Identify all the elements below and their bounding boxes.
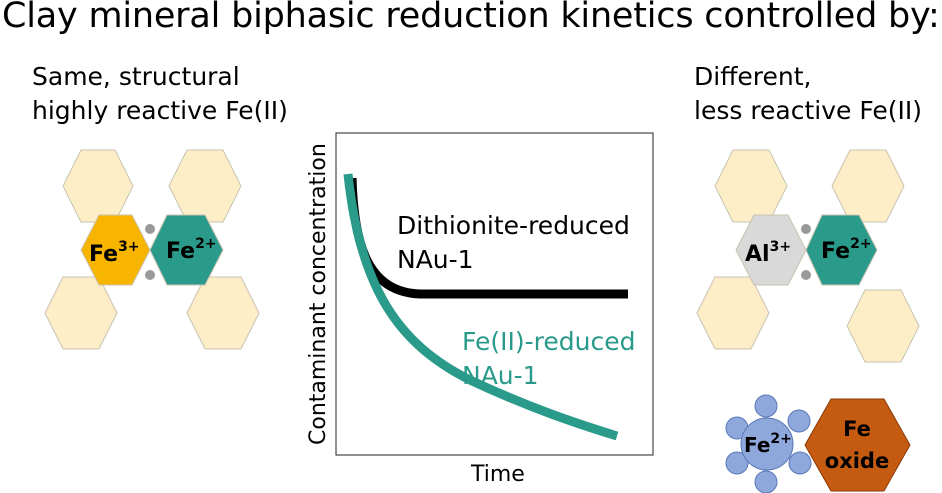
right-caption-line1: Different, <box>694 62 812 91</box>
satellite-circle <box>725 451 749 475</box>
satellite-circle <box>787 409 811 433</box>
left-caption: Same, structural highly reactive Fe(II) <box>32 60 288 128</box>
right-bond-dot-top <box>801 224 811 234</box>
fe-oxide-label-line2: oxide <box>825 449 889 473</box>
right-ion-a-text: Al3+ <box>745 239 791 267</box>
left-ion-a-text: Fe3+ <box>89 239 140 267</box>
left-hex-bottom-left <box>44 276 118 350</box>
sorbed-ion-label: Fe <box>744 433 770 457</box>
left-hex-top-left <box>62 149 134 223</box>
right-hex-bottom-right <box>846 289 920 363</box>
left-bond-dot-top <box>145 224 155 234</box>
left-hex-fe3 <box>80 214 151 286</box>
left-caption-line2: highly reactive Fe(II) <box>32 96 288 125</box>
right-caption: Different, less reactive Fe(II) <box>694 60 922 128</box>
right-ion-a-charge: 3+ <box>770 239 791 255</box>
sorbed-ion-charge: 2+ <box>770 431 791 447</box>
right-hex-cluster <box>696 149 920 363</box>
right-bond-dot-bottom <box>801 270 811 280</box>
right-hex-top-left <box>714 149 788 223</box>
series-feii-label-line1: Fe(II)-reduced <box>462 327 636 356</box>
series-dithionite-label-line2: NAu-1 <box>397 245 474 274</box>
right-ion-b-text: Fe2+ <box>821 236 872 264</box>
left-hex-fe2 <box>149 214 224 286</box>
satellite-circle <box>754 394 778 418</box>
sorbed-fe2-cluster <box>725 394 812 493</box>
satellite-circle <box>788 451 812 475</box>
right-hex-bottom-left <box>696 276 770 350</box>
left-ion-b-charge: 2+ <box>195 236 216 252</box>
fe-oxide-label-line1: Fe <box>843 417 871 441</box>
sorbed-fe2-center <box>740 417 794 471</box>
right-ion-b-charge: 2+ <box>850 236 871 252</box>
series-feii-curve <box>343 173 619 441</box>
left-hex-cluster <box>44 149 260 350</box>
left-ion-b-label: Fe <box>166 239 195 264</box>
kinetics-chart: Dithionite-reduced NAu-1 Fe(II)-reduced … <box>306 132 654 487</box>
fe-oxide-hex <box>804 398 911 492</box>
series-feii-label-line2: NAu-1 <box>462 361 539 390</box>
page-title: Clay mineral biphasic reduction kinetics… <box>2 0 940 36</box>
right-ion-b-label: Fe <box>821 239 850 264</box>
right-hex-fe2 <box>805 214 878 286</box>
right-hex-top-right <box>831 149 905 223</box>
right-ion-a-label: Al <box>745 242 770 267</box>
right-hex-al3 <box>735 214 807 286</box>
chart-x-axis-label: Time <box>470 462 525 487</box>
right-caption-line2: less reactive Fe(II) <box>694 96 923 125</box>
series-dithionite-label-line1: Dithionite-reduced <box>397 211 630 240</box>
left-bond-dot-bottom <box>145 270 155 280</box>
left-caption-line1: Same, structural <box>32 62 240 91</box>
left-hex-top-right <box>168 149 242 223</box>
left-ion-a-charge: 3+ <box>118 239 139 255</box>
left-ion-a-label: Fe <box>89 242 118 267</box>
left-hex-bottom-right <box>186 276 260 350</box>
left-ion-b-text: Fe2+ <box>166 236 217 264</box>
sorbed-ion-text: Fe2+ <box>744 431 792 457</box>
satellite-circle <box>754 470 778 493</box>
chart-y-axis-label: Contaminant concentration <box>306 143 331 445</box>
